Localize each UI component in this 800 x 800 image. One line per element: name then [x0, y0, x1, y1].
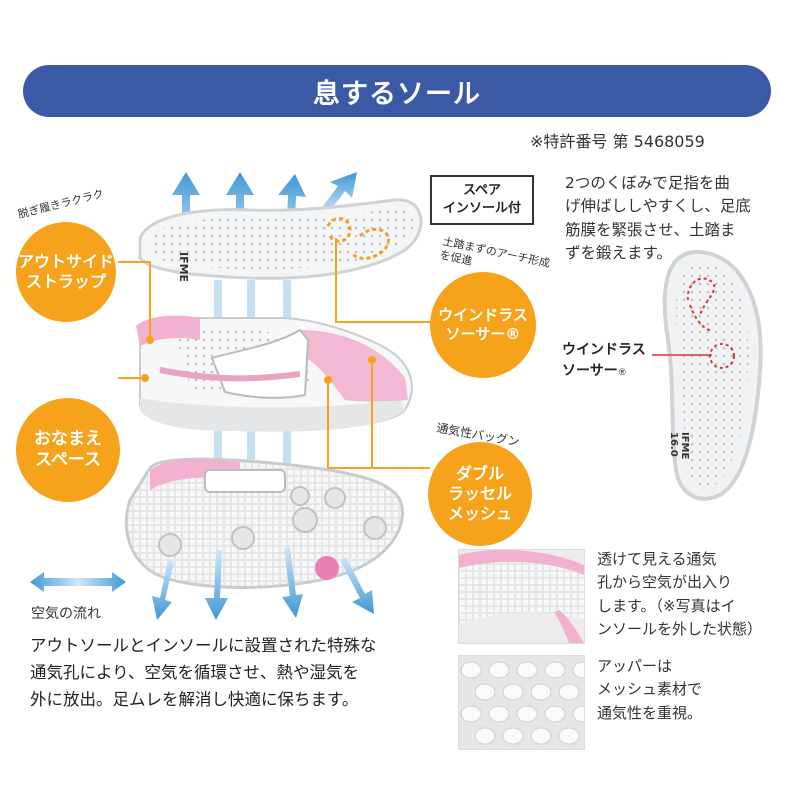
windlass-label: ウインドラス ソーサー®: [562, 340, 646, 382]
desc-line1: 2つのくぼみで足指を曲: [565, 174, 730, 192]
bottom-line3: 外に放出。足ムレを解消し快適に保ちます。: [30, 690, 359, 710]
mesh-closeup-photo: [458, 655, 585, 750]
photo1-line1: 透けて見える通気: [597, 550, 717, 568]
bottom-line1: アウトソールとインソールに設置された特殊な: [30, 636, 377, 655]
name-space-line1: おなまえ: [34, 428, 102, 449]
ventilation-description: アウトソールとインソールに設置された特殊な 通気孔により、空気を循環させ、熱や湿…: [30, 632, 420, 714]
title-banner: 息するソール: [23, 65, 771, 117]
airflow-label: 空気の流れ: [31, 606, 101, 622]
windlass-badge: ウインドラス ソーサー®: [430, 272, 536, 378]
photo1-line3: します。（※写真はイ: [597, 596, 736, 615]
outside-strap-line2: ストラップ: [25, 272, 106, 291]
photo1-line2: 孔から空気が出入り: [597, 573, 733, 592]
raschel-line2: ラッセル: [447, 484, 512, 503]
windlass-line2: ソーサー®: [445, 325, 521, 343]
raschel-line3: メッシュ: [447, 504, 512, 523]
photo2-line3: 通気性を重視。: [597, 703, 703, 722]
spare-line1: スペア: [462, 183, 502, 199]
down-arrow-3: [282, 547, 303, 618]
outside-strap-badge: アウトサイド ストラップ: [16, 222, 116, 322]
shoe-outsole-view: [124, 457, 404, 589]
shoe-interior-photo: [458, 549, 585, 644]
airflow-streams: [214, 280, 291, 470]
connector-lines: [118, 238, 435, 469]
down-arrow-4: [340, 557, 374, 614]
windlass-line1: ウインドラス: [438, 306, 528, 325]
photo2-line2: メッシュ素材で: [597, 680, 703, 699]
windlass-description: 2つのくぼみで足指を曲 げ伸ばししやすくし、足底 筋膜を緊張させ、土踏ま ずを鍛…: [565, 172, 765, 265]
insole-top-brand: IFME: [177, 252, 190, 282]
insole-top: IFME: [138, 198, 423, 282]
photo1-line4: ンソールを外した状態）: [597, 619, 763, 638]
interior-photo-caption: 透けて見える通気 孔から空気が出入り します。（※写真はイ ンソールを外した状態…: [597, 548, 797, 641]
insole-logo: IFME 16.0: [668, 432, 690, 459]
name-space-line2: スペース: [35, 450, 101, 470]
mesh-photo-caption: アッパーは メッシュ素材で 通気性を重視。: [597, 655, 787, 725]
down-arrow-2: [205, 550, 228, 620]
airflow-down-arrows: [152, 547, 374, 620]
insole-right: [652, 249, 763, 501]
spare-line2: インソール付: [442, 201, 521, 216]
outside-strap-line1: アウトサイド: [17, 252, 114, 271]
windlass-label-line2: ソーサー: [562, 363, 618, 379]
insole-size: 16.0: [668, 432, 679, 457]
up-arrow-1: [172, 172, 200, 248]
patent-number: ※特許番号 第 5468059: [530, 132, 705, 151]
name-space-badge: おなまえ スペース: [16, 398, 120, 502]
title-text: 息するソール: [313, 78, 481, 110]
raschel-line1: ダブル: [455, 464, 504, 483]
down-arrow-1: [152, 560, 174, 620]
registered-mark: ®: [617, 368, 627, 378]
shoe-side-view: [136, 315, 413, 432]
spare-insole-box: スペア インソール付: [430, 175, 534, 225]
bottom-line2: 通気孔により、空気を循環させ、熱や湿気を: [30, 663, 360, 683]
desc-line3: 筋膜を緊張させ、土踏ま: [565, 220, 736, 239]
up-arrow-4: [320, 172, 357, 215]
airflow-legend-arrow: [30, 572, 126, 592]
insole-brand: IFME: [679, 432, 690, 460]
windlass-label-line1: ウインドラス: [562, 342, 646, 358]
photo2-line1: アッパーは: [597, 657, 673, 675]
double-raschel-badge: ダブル ラッセル メッシュ: [428, 442, 532, 546]
desc-line4: ずを鍛えます。: [565, 243, 672, 262]
desc-line2: げ伸ばししやすくし、足底: [565, 197, 751, 216]
